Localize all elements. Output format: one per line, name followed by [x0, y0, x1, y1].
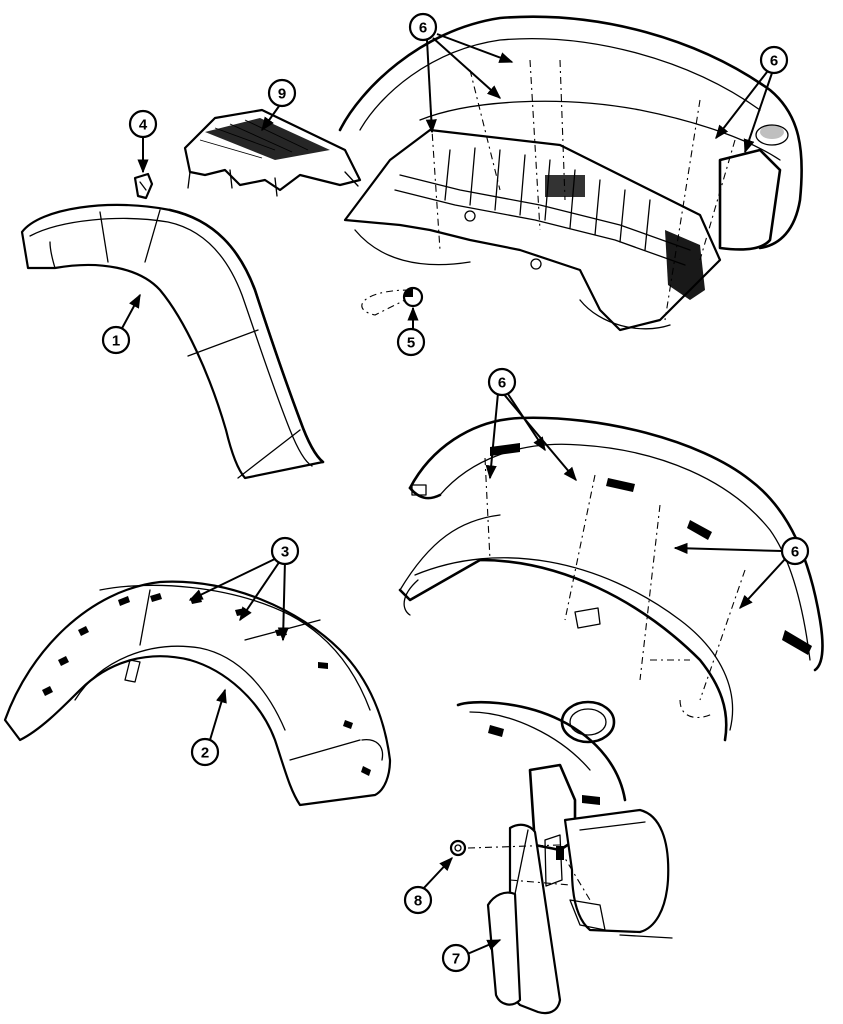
callout-8: 8	[403, 885, 433, 915]
rear-fender-flare	[3, 580, 392, 807]
nut-part	[449, 839, 467, 857]
callout-6-top-left: 6	[408, 12, 438, 42]
grommet-part	[402, 286, 424, 308]
svg-text:6: 6	[791, 544, 799, 561]
svg-text:7: 7	[452, 951, 460, 968]
svg-text:4: 4	[139, 117, 148, 134]
callout-6-top-right: 6	[759, 45, 789, 75]
callout-7: 7	[441, 943, 471, 973]
callout-2: 2	[190, 737, 220, 767]
callout-6-middle-left: 6	[487, 367, 517, 397]
bracket-part	[183, 108, 362, 197]
front-fender-flare	[20, 203, 325, 480]
leader-lines	[119, 33, 787, 956]
svg-text:1: 1	[112, 333, 120, 350]
callout-1: 1	[101, 325, 131, 355]
bumper-assembly-top	[338, 15, 803, 332]
svg-text:6: 6	[498, 375, 506, 392]
rear-fascia	[398, 416, 824, 742]
svg-text:6: 6	[770, 53, 778, 70]
callout-3: 3	[270, 536, 300, 566]
clip-part	[133, 172, 154, 200]
callout-6-middle-right: 6	[780, 536, 810, 566]
callout-9: 9	[267, 78, 297, 108]
svg-text:9: 9	[278, 86, 286, 103]
svg-text:3: 3	[281, 544, 289, 561]
svg-text:8: 8	[414, 893, 422, 910]
rear-corner-assembly	[456, 700, 673, 1015]
svg-text:6: 6	[419, 20, 427, 37]
svg-text:2: 2	[201, 745, 209, 762]
callout-4: 4	[128, 109, 158, 139]
svg-text:5: 5	[407, 335, 415, 352]
callout-5: 5	[396, 327, 426, 357]
